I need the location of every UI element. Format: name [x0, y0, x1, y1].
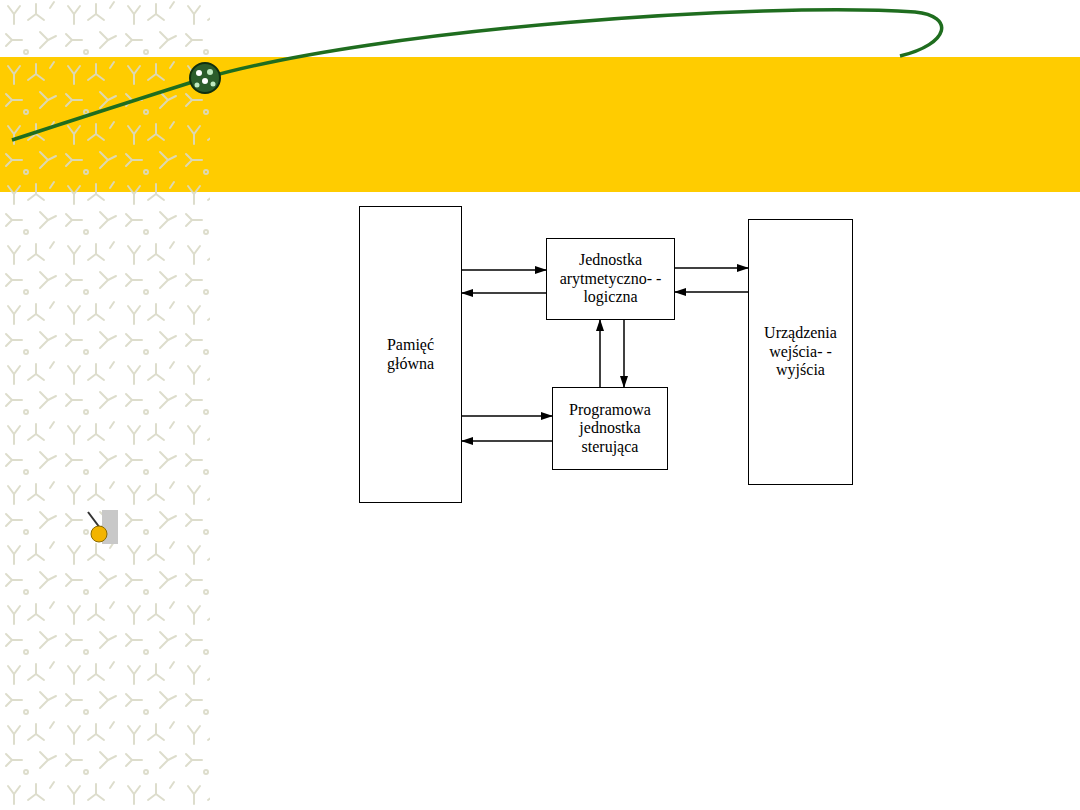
memory-box: Pamięć główna: [359, 206, 462, 503]
data-flow-arrow: [675, 291, 748, 293]
node-label: Programowa jednostka sterująca: [553, 401, 667, 456]
data-flow-arrow: [462, 269, 546, 271]
orbit-ball: [190, 63, 220, 93]
data-flow-arrow: [623, 320, 625, 387]
data-flow-arrow: [462, 292, 546, 294]
alu-box: Jednostka arytmetyczno- -logiczna: [546, 238, 675, 320]
bullet-icon: [88, 510, 118, 544]
data-flow-arrow: [462, 415, 552, 417]
node-label: Urządzenia wejścia- -wyjścia: [749, 324, 852, 379]
node-label: Pamięć główna: [360, 336, 461, 373]
pattern-strip: [0, 0, 210, 810]
data-flow-arrow: [675, 267, 748, 269]
control-unit-box: Programowa jednostka sterująca: [552, 387, 668, 470]
io-box: Urządzenia wejścia- -wyjścia: [748, 219, 853, 485]
data-flow-arrow: [599, 320, 601, 387]
data-flow-arrow: [462, 440, 552, 442]
orbit-line: [12, 10, 942, 140]
node-label: Jednostka arytmetyczno- -logiczna: [547, 251, 674, 306]
